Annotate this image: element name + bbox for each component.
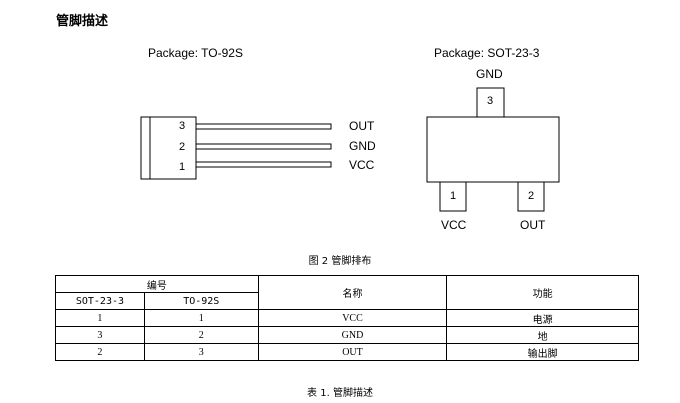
pin-table: 编号 名称 功能 SOT-23-3 TO-92S 1 1 VCC 电源 3 2 … [55,275,639,361]
sot23-pin-name-left: VCC [441,218,467,232]
table-cell-to: 2 [143,326,259,344]
table-header-function: 功能 [446,275,639,310]
table-cell-to: 3 [143,343,259,361]
to92s-lead-2 [195,143,332,150]
sot23-pin-top [476,87,505,118]
table-cell-function: 电源 [446,309,639,327]
sot23-pin-number-right: 2 [528,190,535,202]
to92s-pin-name: GND [349,139,376,153]
sot23-pin-left [439,181,467,212]
sot23-pin-name-right: OUT [520,218,546,232]
to92s-lead-3 [195,123,332,130]
to92s-body [140,116,197,180]
sot23-pin-number-top: 3 [487,95,494,107]
pinout-diagram [140,87,560,212]
to92s-pin-number: 2 [179,141,186,153]
table-header-name: 名称 [257,275,448,310]
table-header-group: 编号 [55,275,259,293]
figure-caption: 图 2 管脚排布 [308,256,372,267]
table-row: 1 1 VCC 电源 [55,309,639,327]
sot23-body [426,116,560,183]
section-title: 管脚描述 [56,14,109,29]
table-cell-function: 输出脚 [446,343,639,361]
table-cell-name: OUT [257,343,448,361]
table-cell-sot: 3 [55,326,145,344]
table-subheader-to: TO-92S [143,292,259,310]
to92s-pin-name: VCC [349,158,375,172]
table-cell-name: VCC [257,309,448,327]
table-caption: 表 1. 管脚描述 [307,388,373,399]
table-cell-function: 地 [446,326,639,344]
sot23-pin-right [517,181,545,212]
table-cell-to: 1 [143,309,259,327]
table-cell-name: GND [257,326,448,344]
table-row: 3 2 GND 地 [55,326,639,344]
table-cell-sot: 2 [55,343,145,361]
table-row: 2 3 OUT 输出脚 [55,343,639,361]
to92s-pin-number: 1 [179,161,186,173]
to92s-pin-number: 3 [179,120,186,132]
table-cell-sot: 1 [55,309,145,327]
sot23-pin-name-top: GND [476,67,503,81]
table-subheader-sot: SOT-23-3 [55,292,145,310]
sot23-pin-number-left: 1 [450,190,457,202]
to92s-pin-name: OUT [349,119,375,133]
sot23-package-label: Package: SOT-23-3 [434,46,540,60]
to92s-package-label: Package: TO-92S [148,46,243,60]
to92s-lead-1 [195,161,332,168]
